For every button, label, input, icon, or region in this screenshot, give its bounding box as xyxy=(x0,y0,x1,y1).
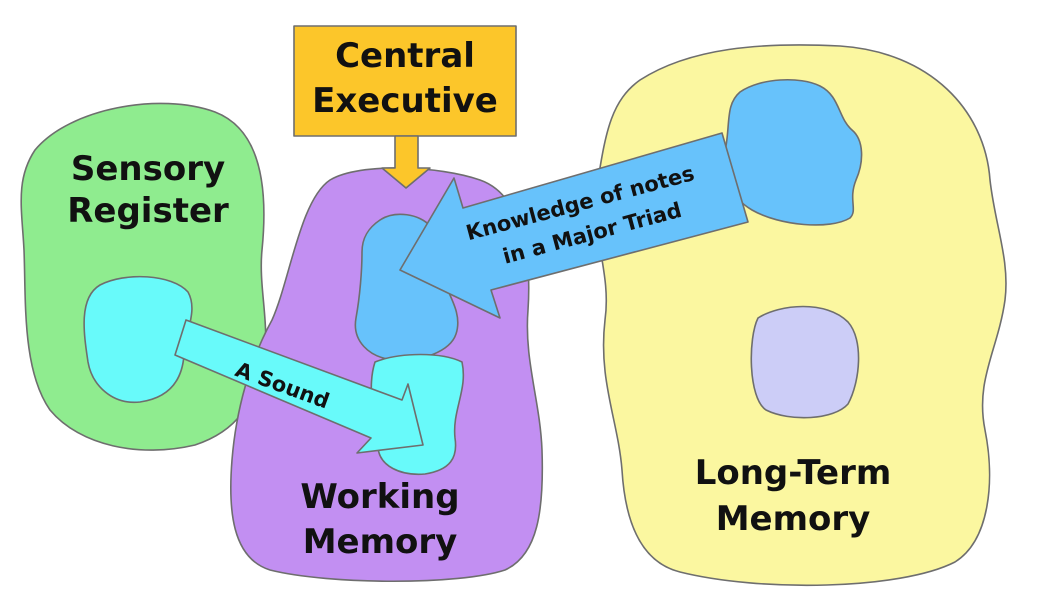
sensory-sound-shape xyxy=(83,275,193,403)
central-executive-label-line2: Executive xyxy=(312,81,498,121)
long-term-memory-label-line2: Memory xyxy=(716,499,871,539)
sensory-register-label-line2: Register xyxy=(67,191,229,231)
working-memory-label-line2: Memory xyxy=(303,522,458,562)
central-executive-box xyxy=(293,25,517,137)
working-memory-label-line1: Working xyxy=(300,477,459,517)
central-executive-label-line1: Central xyxy=(335,36,475,76)
executive-down-arrow xyxy=(381,135,431,189)
sensory-register-label-line1: Sensory xyxy=(71,149,225,189)
sound-transfer-arrow xyxy=(174,319,424,454)
long-term-inner-shape xyxy=(750,305,860,419)
long-term-memory-label-line1: Long-Term xyxy=(695,453,892,493)
knowledge-transfer-arrow xyxy=(399,132,749,319)
